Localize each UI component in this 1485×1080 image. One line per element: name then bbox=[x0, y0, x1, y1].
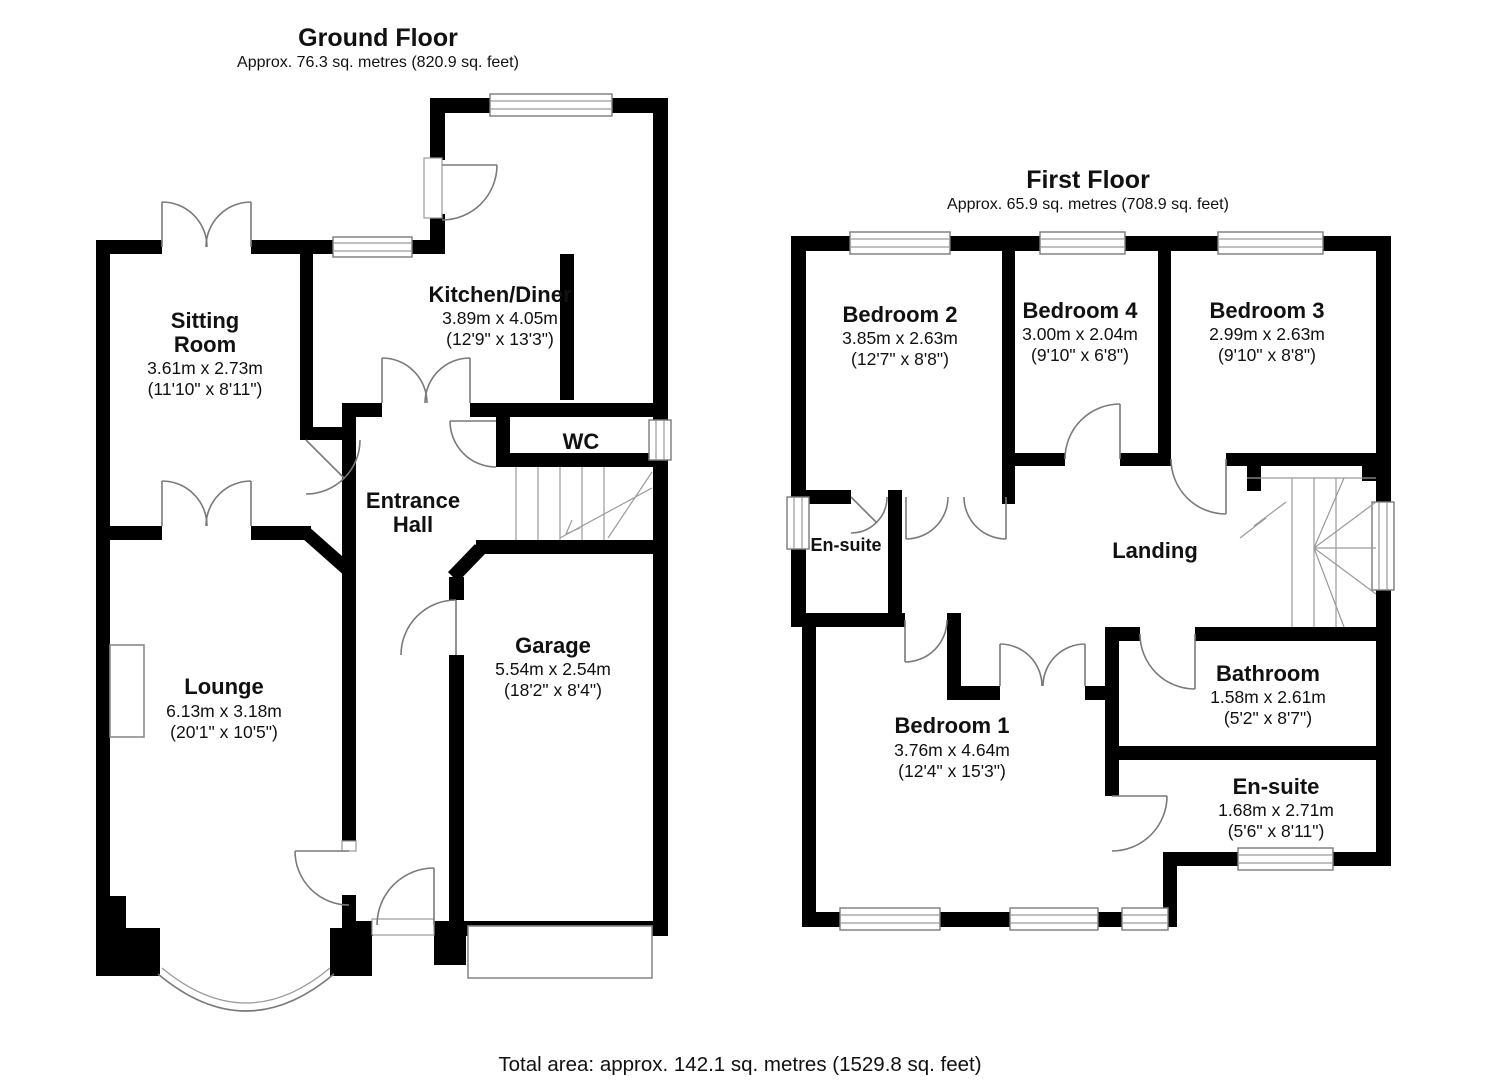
bedroom1-window-2 bbox=[1009, 907, 1099, 931]
bedroom1-lobby-door bbox=[904, 619, 948, 663]
first-floor-doors bbox=[850, 403, 1227, 852]
svg-text:WC: WC bbox=[563, 429, 600, 454]
bathroom-door bbox=[1139, 633, 1196, 690]
svg-text:(18'2" x 8'4"): (18'2" x 8'4") bbox=[504, 680, 602, 700]
bedroom4-door bbox=[1064, 403, 1121, 460]
ensuite-bottom-window bbox=[1237, 847, 1334, 871]
ground-floor-staircase bbox=[515, 467, 653, 540]
svg-text:Entrance: Entrance bbox=[366, 488, 460, 513]
svg-text:3.00m x 2.04m: 3.00m x 2.04m bbox=[1022, 324, 1138, 344]
svg-text:2.99m x 2.63m: 2.99m x 2.63m bbox=[1209, 324, 1325, 344]
wc-door bbox=[449, 420, 497, 468]
svg-text:(12'4" x 15'3"): (12'4" x 15'3") bbox=[898, 761, 1006, 781]
total-area-text: Total area: approx. 142.1 sq. metres (15… bbox=[498, 1053, 981, 1076]
ground-floor-plan: Ground Floor Approx. 76.3 sq. metres (82… bbox=[96, 24, 672, 1012]
room-label-bedroom4: Bedroom 4 3.00m x 2.04m (9'10" x 6'8") bbox=[1022, 298, 1138, 365]
first-floor-staircase bbox=[1239, 477, 1377, 628]
bedroom2-double-doors bbox=[905, 496, 1007, 540]
kitchen-window bbox=[489, 93, 613, 117]
first-floor-title: First Floor bbox=[1026, 166, 1150, 194]
bedroom3-window bbox=[1217, 231, 1324, 255]
svg-text:1.58m x 2.61m: 1.58m x 2.61m bbox=[1210, 687, 1326, 707]
svg-text:Garage: Garage bbox=[515, 633, 591, 658]
lounge-door bbox=[294, 840, 357, 906]
ground-floor-subtitle: Approx. 76.3 sq. metres (820.9 sq. feet) bbox=[237, 54, 519, 71]
svg-text:(12'7" x 8'8"): (12'7" x 8'8") bbox=[851, 349, 949, 369]
ensuite-door bbox=[1111, 795, 1168, 852]
sitting-lounge-doors bbox=[161, 480, 252, 527]
svg-text:(12'9" x 13'3"): (12'9" x 13'3") bbox=[446, 329, 554, 349]
room-label-entrance-hall: Entrance Hall bbox=[366, 488, 460, 537]
room-label-garage: Garage 5.54m x 2.54m (18'2" x 8'4") bbox=[495, 633, 611, 700]
ground-floor-fixtures bbox=[109, 644, 653, 979]
svg-text:En-suite: En-suite bbox=[1233, 774, 1320, 799]
room-label-sitting-room: Sitting Room 3.61m x 2.73m (11'10" x 8'1… bbox=[147, 308, 263, 399]
svg-text:3.76m x 4.64m: 3.76m x 4.64m bbox=[894, 740, 1010, 760]
bedroom2-window bbox=[849, 231, 951, 255]
room-label-bedroom2: Bedroom 2 3.85m x 2.63m (12'7" x 8'8") bbox=[842, 302, 958, 369]
svg-text:(5'2" x 8'7"): (5'2" x 8'7") bbox=[1224, 708, 1312, 728]
ground-floor-doors bbox=[161, 157, 498, 936]
garage-personnel-door bbox=[400, 599, 457, 656]
svg-text:Hall: Hall bbox=[393, 512, 433, 537]
room-label-bathroom: Bathroom 1.58m x 2.61m (5'2" x 8'7") bbox=[1210, 661, 1326, 728]
svg-text:6.13m x 3.18m: 6.13m x 3.18m bbox=[166, 701, 282, 721]
kitchen-side-door bbox=[423, 157, 498, 221]
svg-text:3.85m x 2.63m: 3.85m x 2.63m bbox=[842, 328, 958, 348]
svg-text:(9'10" x 6'8"): (9'10" x 6'8") bbox=[1031, 345, 1129, 365]
ground-floor-windows bbox=[157, 93, 672, 1012]
bedroom4-window bbox=[1039, 231, 1126, 255]
bedroom1-window-1 bbox=[839, 907, 941, 931]
room-label-ensuite-small: En-suite bbox=[810, 535, 881, 555]
room-label-lounge: Lounge 6.13m x 3.18m (20'1" x 10'5") bbox=[166, 674, 282, 742]
kitchen-double-doors bbox=[381, 357, 471, 404]
bedroom1-double-doors bbox=[999, 643, 1086, 687]
room-label-ensuite: En-suite 1.68m x 2.71m (5'6" x 8'11") bbox=[1218, 774, 1334, 841]
svg-text:Landing: Landing bbox=[1112, 538, 1198, 563]
bedroom1-window-3 bbox=[1121, 907, 1169, 931]
svg-text:Kitchen/Diner: Kitchen/Diner bbox=[428, 282, 571, 307]
bedroom3-door bbox=[1170, 458, 1227, 515]
front-door bbox=[371, 867, 435, 936]
stairs-window bbox=[1371, 501, 1395, 591]
ensuite-left-window bbox=[786, 496, 810, 550]
lounge-bay-window bbox=[157, 967, 335, 1012]
svg-text:(11'10" x 8'11"): (11'10" x 8'11") bbox=[148, 379, 263, 399]
svg-text:1.68m x 2.71m: 1.68m x 2.71m bbox=[1218, 800, 1334, 820]
garage-door bbox=[467, 925, 653, 979]
svg-text:(9'10" x 8'8"): (9'10" x 8'8") bbox=[1218, 345, 1316, 365]
hall-window bbox=[332, 236, 413, 258]
wc-window bbox=[648, 419, 672, 461]
room-label-wc: WC bbox=[563, 429, 600, 454]
ground-floor-title: Ground Floor bbox=[298, 24, 458, 52]
first-floor-subtitle: Approx. 65.9 sq. metres (708.9 sq. feet) bbox=[947, 196, 1229, 213]
svg-text:5.54m x 2.54m: 5.54m x 2.54m bbox=[495, 659, 611, 679]
fireplace bbox=[109, 644, 145, 738]
room-label-kitchen-diner: Kitchen/Diner 3.89m x 4.05m (12'9" x 13'… bbox=[428, 282, 571, 349]
svg-text:Bedroom 1: Bedroom 1 bbox=[895, 713, 1010, 738]
room-label-bedroom1: Bedroom 1 3.76m x 4.64m (12'4" x 15'3") bbox=[894, 713, 1010, 781]
svg-text:3.89m x 4.05m: 3.89m x 4.05m bbox=[442, 308, 558, 328]
first-floor-plan: First Floor Approx. 65.9 sq. metres (708… bbox=[786, 166, 1395, 931]
svg-text:Bedroom 4: Bedroom 4 bbox=[1023, 298, 1139, 323]
svg-text:Bedroom 2: Bedroom 2 bbox=[843, 302, 958, 327]
svg-text:3.61m x 2.73m: 3.61m x 2.73m bbox=[147, 358, 263, 378]
svg-text:Room: Room bbox=[174, 332, 236, 357]
ground-floor-labels: Ground Floor Approx. 76.3 sq. metres (82… bbox=[147, 24, 611, 742]
room-label-bedroom3: Bedroom 3 2.99m x 2.63m (9'10" x 8'8") bbox=[1209, 298, 1325, 365]
room-label-landing: Landing bbox=[1112, 538, 1198, 563]
ensuite-small-door bbox=[850, 496, 888, 534]
svg-text:(20'1" x 10'5"): (20'1" x 10'5") bbox=[170, 722, 278, 742]
first-floor-labels: First Floor Approx. 65.9 sq. metres (708… bbox=[810, 166, 1333, 841]
svg-text:Bedroom 3: Bedroom 3 bbox=[1210, 298, 1325, 323]
sitting-room-french-doors bbox=[161, 201, 252, 248]
sitting-room-door bbox=[305, 439, 361, 495]
svg-text:En-suite: En-suite bbox=[810, 535, 881, 555]
svg-text:Sitting: Sitting bbox=[171, 308, 239, 333]
svg-text:Lounge: Lounge bbox=[184, 674, 263, 699]
first-floor-windows bbox=[786, 231, 1395, 931]
svg-text:Bathroom: Bathroom bbox=[1216, 661, 1320, 686]
svg-text:(5'6" x 8'11"): (5'6" x 8'11") bbox=[1228, 821, 1325, 841]
